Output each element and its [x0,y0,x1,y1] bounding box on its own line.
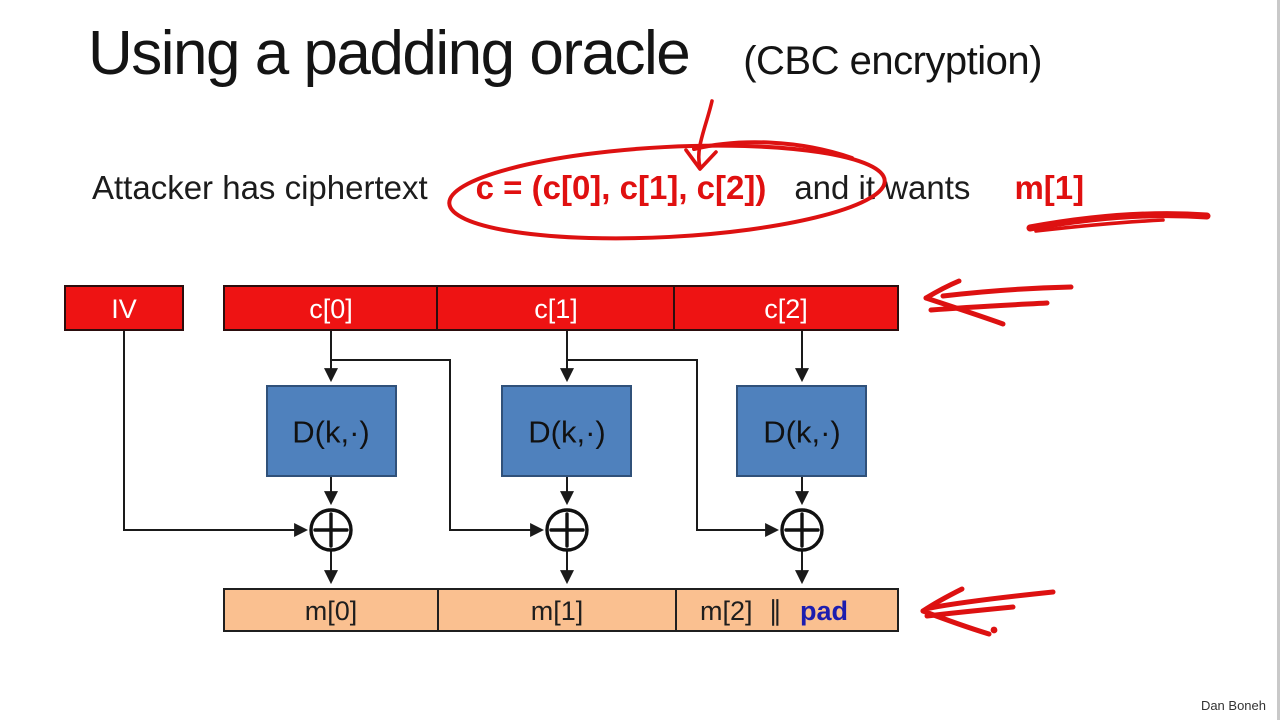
c1-to-xor3-arrow [567,359,780,537]
m2-label-text: m[2] [700,596,753,626]
iv-block: IV [64,285,184,331]
decrypt-box-1-rect [266,385,397,477]
c0-to-xor2-arrow [331,359,545,537]
pen-ellipse-overshoot [692,140,854,160]
c0-block-label: c[0] [309,294,353,324]
pen-arrow-ciphertext-row [923,278,1074,327]
pen-m-arrow-shaft-long [927,589,1056,611]
pen-c-arrow-lower-leg [923,295,1006,327]
iv-block-label: IV [111,294,137,324]
video-edge-line [1277,0,1280,720]
c1-block-label: c[1] [534,294,578,324]
pen-m-arrow-upper-leg [920,586,965,614]
decrypt-box-3: D(k,·) [736,385,867,477]
decrypt-box-1-label: D(k,·) [292,415,369,450]
pen-ellipse-annotation [447,143,887,241]
pen-underline-m1-second-stroke [1034,218,1165,233]
decrypt-box-2: D(k,·) [501,385,632,477]
pen-annotations [447,99,1211,637]
statement-prefix: Attacker has ciphertext [92,169,428,206]
decrypt-box-3-label: D(k,·) [763,415,840,450]
pen-arrow-message-row [920,586,1056,637]
message-row-rect [223,588,899,632]
xor-node-2 [545,508,589,552]
ciphertext-row-rect [223,285,899,331]
ciphertext-row: c[0] c[1] c[2] [223,285,899,331]
page-title: Using a padding oracle [88,19,691,88]
ciphertext-formula: c = (c[0], c[1], c[2]) [475,169,767,206]
message-row: m[0] m[1] m[2] ∥ pad [223,588,899,632]
pen-c-arrow-shaft-short [928,300,1050,313]
decrypt-box-2-label: D(k,·) [528,415,605,450]
slide-header: Using a padding oracle (CBC encryption) [88,18,1250,89]
flow-arrows [123,330,809,585]
xor-node-3 [780,508,824,552]
page-subtitle: (CBC encryption) [743,39,1042,83]
c2-block-label: c[2] [764,294,808,324]
decrypt-box-3-rect [736,385,867,477]
iv-block-rect [64,285,184,331]
m0-block-label: m[0] [305,596,358,626]
m2-block-label: m[2] ∥ pad [700,596,848,626]
pen-title-arrow-head [684,148,718,171]
pad-label: pad [800,596,848,626]
xor-node-1 [309,508,353,552]
m1-block-label: m[1] [531,596,584,626]
pen-c-arrow-shaft-long [940,284,1074,299]
pen-dot [990,626,998,634]
decrypt-box-1: D(k,·) [266,385,397,477]
decrypt-box-2-rect [501,385,632,477]
author-credit: Dan Boneh [1200,698,1266,713]
pen-m-arrow-lower-leg [920,608,992,637]
iv-to-xor1-arrow [123,330,309,537]
xor-3-cross [784,512,820,548]
xor-1-cross [313,512,349,548]
target-message-label: m[1] [1014,169,1085,206]
concat-symbol: ∥ [769,596,783,626]
xor-2-cross [549,512,585,548]
pen-underline-m1 [1026,211,1211,232]
pen-title-arrow-shaft [697,99,714,169]
